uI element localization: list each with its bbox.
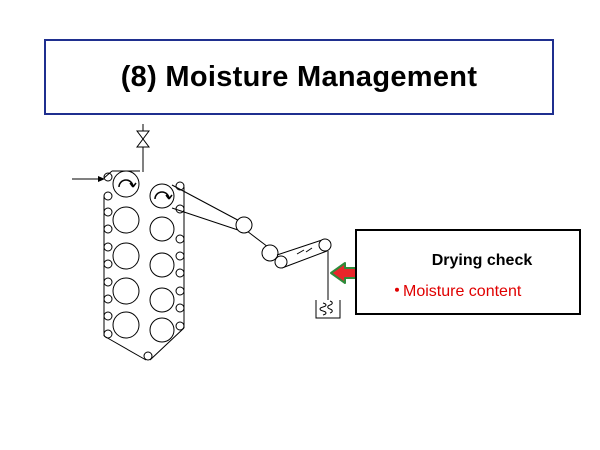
callout-heading: Drying check — [431, 252, 533, 269]
beaker-icon — [315, 300, 341, 319]
page-title: (8) Moisture Management — [120, 60, 478, 93]
drying-check-callout: Drying check ・Moisture content — [355, 229, 581, 315]
conveyor — [274, 238, 332, 269]
guide-roller — [103, 191, 113, 201]
guide-roller — [103, 207, 113, 217]
dryer-cylinder — [149, 317, 175, 343]
title-box: (8) Moisture Management — [44, 39, 554, 115]
dryer-cylinder — [149, 252, 175, 278]
guide-roller — [103, 311, 113, 321]
dryer-cylinder — [149, 287, 175, 313]
guide-roller — [175, 234, 185, 244]
takeoff-roller — [261, 244, 279, 262]
dryer-cylinder — [149, 183, 175, 209]
guide-roller — [103, 224, 113, 234]
guide-roller — [143, 351, 153, 361]
callout-item: ・Moisture content — [389, 277, 521, 301]
guide-roller — [175, 251, 185, 261]
dryer-cylinder — [149, 216, 175, 242]
dryer-cylinder — [112, 242, 140, 270]
callout-item-label: Moisture content — [403, 283, 522, 300]
guide-roller — [103, 172, 113, 182]
guide-roller — [175, 303, 185, 313]
guide-roller — [103, 277, 113, 287]
dryer-cylinders — [112, 170, 175, 343]
guide-roller — [103, 242, 113, 252]
web-path — [103, 170, 269, 361]
conveyor-roller — [274, 255, 288, 269]
guide-roller — [175, 286, 185, 296]
dryer-cylinder — [112, 206, 140, 234]
dryer-cylinder — [112, 311, 140, 339]
takeoff-roller — [235, 216, 253, 234]
conveyor-roller — [318, 238, 332, 252]
bullet-icon: ・ — [389, 283, 406, 300]
rotation-arrow-icon — [118, 179, 173, 200]
takeoff-rollers — [235, 216, 279, 262]
dryer-cylinder — [112, 277, 140, 305]
guide-roller — [175, 268, 185, 278]
valve-icon — [136, 124, 150, 172]
guide-roller — [103, 294, 113, 304]
guide-roller — [103, 259, 113, 269]
